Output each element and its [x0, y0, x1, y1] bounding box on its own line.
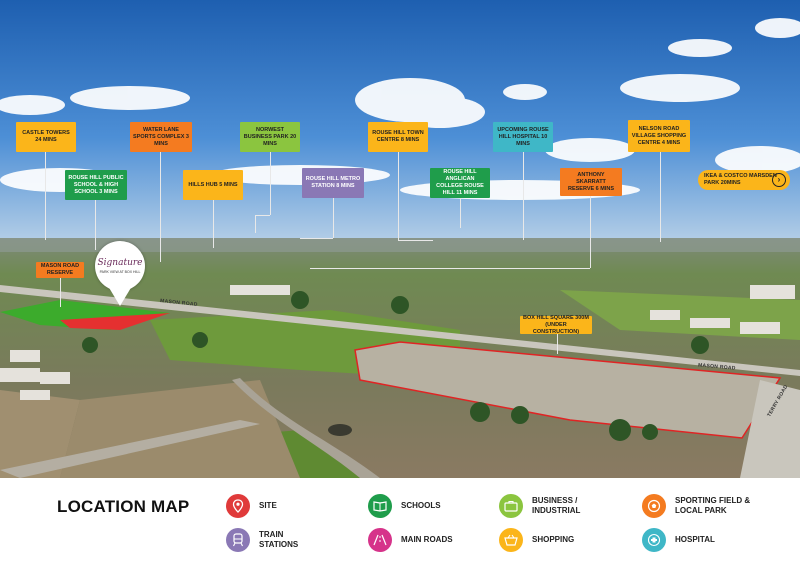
- chevron-right-icon[interactable]: ›: [772, 173, 786, 187]
- callout-ikea-costco-text: IKEA & COSTCO MARSDEN PARK 20MINS: [704, 173, 777, 186]
- callout-norwest: NORWEST BUSINESS PARK 20 MINS: [240, 122, 300, 152]
- callout-box-hill-square: BOX HILL SQUARE 300m (UNDER CONSTRUCTION…: [520, 314, 592, 335]
- legend-panel: [0, 478, 800, 568]
- callout-rouse-hill-school: ROUSE HILL PUBLIC SCHOOL & HIGH SCHOOL 3…: [65, 170, 127, 200]
- callout-upcoming-hospital: UPCOMING ROUSE HILL HOSPITAL 10 MINS: [493, 122, 553, 152]
- soccer-ball-icon: [642, 494, 666, 518]
- badge-subtitle: PARK VIEW AT BOX HILL: [99, 270, 141, 274]
- road-icon: [368, 528, 392, 552]
- callout-mason-road-reserve: MASON ROAD RESERVE: [36, 262, 84, 278]
- callout-nelson-road-text: NELSON ROAD VILLAGE SHOPPING CENTRE 4 MI…: [631, 125, 687, 146]
- callout-hills-hub-text: HILLS HUB 5 MINS: [188, 181, 238, 188]
- legend-label-hospital: HOSPITAL: [675, 535, 715, 544]
- legend-item-roads: MAIN ROADS: [368, 528, 453, 552]
- callout-upcoming-hospital-text: UPCOMING ROUSE HILL HOSPITAL 10 MINS: [497, 126, 549, 147]
- callout-water-lane: WATER LANE SPORTS COMPLEX 3 MINS: [130, 122, 192, 152]
- hospital-icon: [642, 528, 666, 552]
- callout-ikea-costco[interactable]: IKEA & COSTCO MARSDEN PARK 20MINS ›: [698, 170, 790, 190]
- legend-title: LOCATION MAP: [57, 497, 190, 516]
- shopping-basket-icon: [499, 528, 523, 552]
- briefcase-icon: [499, 494, 523, 518]
- aerial-photo: CASTLE TOWERS 24 MINS ROUSE HILL PUBLIC …: [0, 0, 800, 478]
- callout-hills-hub: HILLS HUB 5 MINS: [183, 170, 243, 200]
- callout-rouse-hill-metro-text: ROUSE HILL METRO STATION 8 MINS: [305, 176, 361, 189]
- legend-item-hospital: HOSPITAL: [642, 528, 715, 552]
- legend-item-schools: SCHOOLS: [368, 494, 441, 518]
- callout-mason-road-reserve-text: MASON ROAD RESERVE: [40, 263, 80, 276]
- legend-label-schools: SCHOOLS: [401, 501, 441, 510]
- legend-label-sporting: SPORTING FIELD & LOCAL PARK: [675, 496, 751, 515]
- map-pin-icon: [226, 494, 250, 518]
- legend-label-train: TRAIN STATIONS: [259, 530, 299, 549]
- callout-rouse-hill-town: ROUSE HILL TOWN CENTRE 8 MINS: [368, 122, 428, 152]
- callout-anthony-skarratt: ANTHONY SKARRATT RESERVE 6 MINS: [560, 168, 622, 196]
- callout-rouse-hill-anglican: ROUSE HILL ANGLICAN COLLEGE ROUSE HILL 1…: [430, 168, 490, 198]
- callout-nelson-road: NELSON ROAD VILLAGE SHOPPING CENTRE 4 MI…: [628, 120, 690, 152]
- legend-item-business: BUSINESS / INDUSTRIAL: [499, 494, 596, 518]
- legend-item-sporting: SPORTING FIELD & LOCAL PARK: [642, 494, 755, 518]
- site-logo-badge: Signature PARK VIEW AT BOX HILL: [95, 241, 145, 291]
- callout-rouse-hill-town-text: ROUSE HILL TOWN CENTRE 8 MINS: [372, 130, 424, 143]
- callout-castle-towers-text: CASTLE TOWERS 24 MINS: [22, 130, 70, 143]
- callout-rouse-hill-anglican-text: ROUSE HILL ANGLICAN COLLEGE ROUSE HILL 1…: [436, 169, 484, 196]
- callout-anthony-skarratt-text: ANTHONY SKARRATT RESERVE 6 MINS: [567, 171, 615, 192]
- legend-label-business: BUSINESS / INDUSTRIAL: [532, 496, 581, 515]
- aerial-scene-graphic: [0, 0, 800, 478]
- train-icon: [226, 528, 250, 552]
- callout-water-lane-text: WATER LANE SPORTS COMPLEX 3 MINS: [133, 126, 189, 147]
- callout-castle-towers: CASTLE TOWERS 24 MINS: [16, 122, 76, 152]
- book-icon: [368, 494, 392, 518]
- badge-pointer: [108, 286, 132, 306]
- legend-item-train: TRAIN STATIONS: [226, 528, 313, 552]
- callout-norwest-text: NORWEST BUSINESS PARK 20 MINS: [243, 126, 297, 147]
- legend-item-shopping: SHOPPING: [499, 528, 574, 552]
- callout-box-hill-square-text: BOX HILL SQUARE 300m (UNDER CONSTRUCTION…: [523, 314, 589, 335]
- legend-label-shopping: SHOPPING: [532, 535, 575, 544]
- badge-script-logo: Signature: [97, 258, 143, 268]
- legend-label-site: SITE: [259, 501, 277, 510]
- callout-rouse-hill-metro: ROUSE HILL METRO STATION 8 MINS: [302, 168, 364, 198]
- legend-item-site: SITE: [226, 494, 277, 518]
- callout-rouse-hill-school-text: ROUSE HILL PUBLIC SCHOOL & HIGH SCHOOL 3…: [68, 174, 124, 195]
- legend-label-roads: MAIN ROADS: [401, 535, 453, 544]
